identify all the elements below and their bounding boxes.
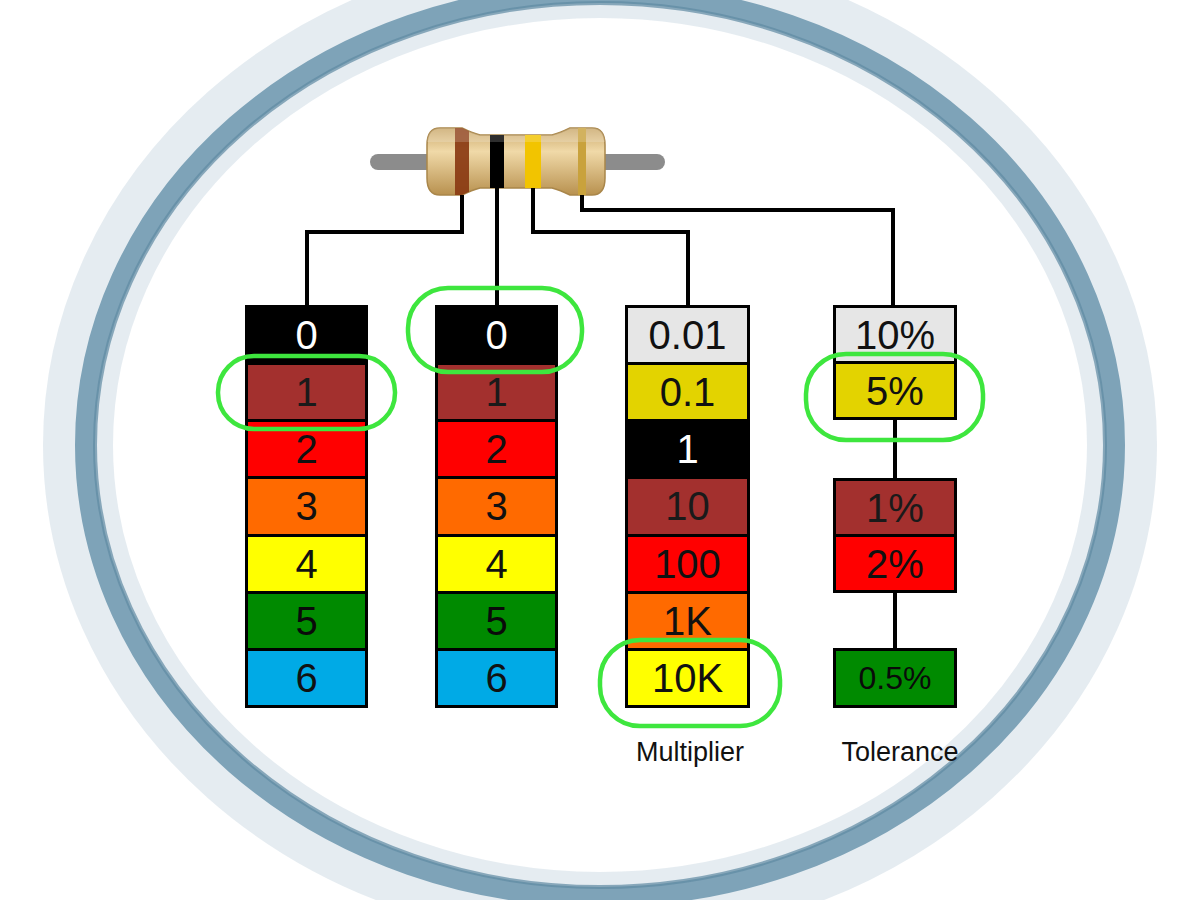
color-band-cell: 10 <box>628 479 747 533</box>
body-highlight <box>420 120 620 142</box>
color-band-cell: 0.01 <box>628 308 747 362</box>
highlight-ring <box>218 356 395 429</box>
band-value: 0.01 <box>649 315 727 355</box>
color-band-cell: 2% <box>836 537 954 590</box>
gold-band <box>578 120 586 200</box>
band-wire <box>495 188 499 305</box>
column-caption: Multiplier <box>636 737 744 768</box>
color-band-cell: 3 <box>248 479 365 533</box>
column-frame <box>245 305 368 708</box>
band-value: 3 <box>485 486 507 526</box>
resistor-lead <box>378 154 657 170</box>
band-wires <box>307 188 893 305</box>
band-value: 5 <box>485 601 507 641</box>
band-value: 6 <box>485 658 507 698</box>
band-value: 5 <box>295 601 317 641</box>
color-band-cell: 6 <box>248 651 365 705</box>
yellow-band <box>525 120 541 200</box>
watercolor-wash <box>78 0 1122 900</box>
connector-line <box>893 590 897 651</box>
color-band-cell: 5 <box>438 594 555 648</box>
band-value: 2 <box>485 429 507 469</box>
column-caption: Tolerance <box>841 737 958 768</box>
column-frame <box>833 648 957 708</box>
resistor-body <box>427 128 605 195</box>
connector-line <box>893 417 897 481</box>
band-value: 10K <box>652 658 723 698</box>
band-value: 0.1 <box>660 372 716 412</box>
color-band-cell: 10K <box>628 651 747 705</box>
band-value: 6 <box>295 658 317 698</box>
watercolor-ring <box>85 0 1115 897</box>
band-value: 1 <box>485 372 507 412</box>
column-frames <box>245 305 957 708</box>
band-value: 10 <box>665 486 710 526</box>
band-value: 4 <box>485 544 507 584</box>
band-value: 0 <box>485 315 507 355</box>
color-band-cell: 5% <box>836 364 954 417</box>
column-frame <box>833 478 957 593</box>
highlight-ring <box>600 640 780 726</box>
column-frame <box>625 305 750 708</box>
band-value: 1 <box>676 429 698 469</box>
band-value: 1 <box>295 372 317 412</box>
brown-band <box>455 120 469 200</box>
color-band-cell: 1% <box>836 481 954 534</box>
color-band-cell: 1 <box>248 365 365 419</box>
color-band-cell: 1 <box>438 365 555 419</box>
band-wire <box>582 195 893 305</box>
band-value: 1K <box>663 601 712 641</box>
color-band-cell: 4 <box>438 537 555 591</box>
band-wire <box>533 188 688 305</box>
watercolor-ring-edge <box>95 3 1105 887</box>
color-band-cell: 0 <box>248 308 365 362</box>
color-band-cell: 3 <box>438 479 555 533</box>
color-band-cell: 10% <box>836 308 954 361</box>
color-band-cell: 2 <box>438 422 555 476</box>
column-frame <box>435 305 558 708</box>
color-band-cell: 5 <box>248 594 365 648</box>
band-wire <box>307 195 462 305</box>
color-band-cell: 6 <box>438 651 555 705</box>
color-band-cell: 0.1 <box>628 365 747 419</box>
column-caption-text: Multiplier <box>636 737 744 768</box>
band-value: 10% <box>855 315 935 355</box>
black-band <box>490 120 504 200</box>
highlight-ring <box>408 288 582 372</box>
band-value: 3 <box>295 486 317 526</box>
band-value: 2 <box>295 429 317 469</box>
band-value: 0 <box>295 315 317 355</box>
highlight-rings <box>218 288 983 726</box>
column-frame <box>833 305 957 420</box>
color-band-cell: 1K <box>628 594 747 648</box>
color-band-cell: 0 <box>438 308 555 362</box>
band-value: 4 <box>295 544 317 584</box>
band-value: 1% <box>866 488 924 528</box>
color-band-cell: 100 <box>628 537 747 591</box>
column-caption-text: Tolerance <box>841 737 958 768</box>
band-value: 5% <box>866 371 924 411</box>
color-band-cell: 1 <box>628 422 747 476</box>
color-band-cell: 4 <box>248 537 365 591</box>
band-value: 0.5% <box>859 662 932 694</box>
band-value: 2% <box>866 544 924 584</box>
color-band-cell: 0.5% <box>836 651 954 705</box>
highlight-ring <box>806 354 983 440</box>
color-band-cell: 2 <box>248 422 365 476</box>
resistor-symbol <box>378 120 657 200</box>
band-value: 100 <box>654 544 721 584</box>
